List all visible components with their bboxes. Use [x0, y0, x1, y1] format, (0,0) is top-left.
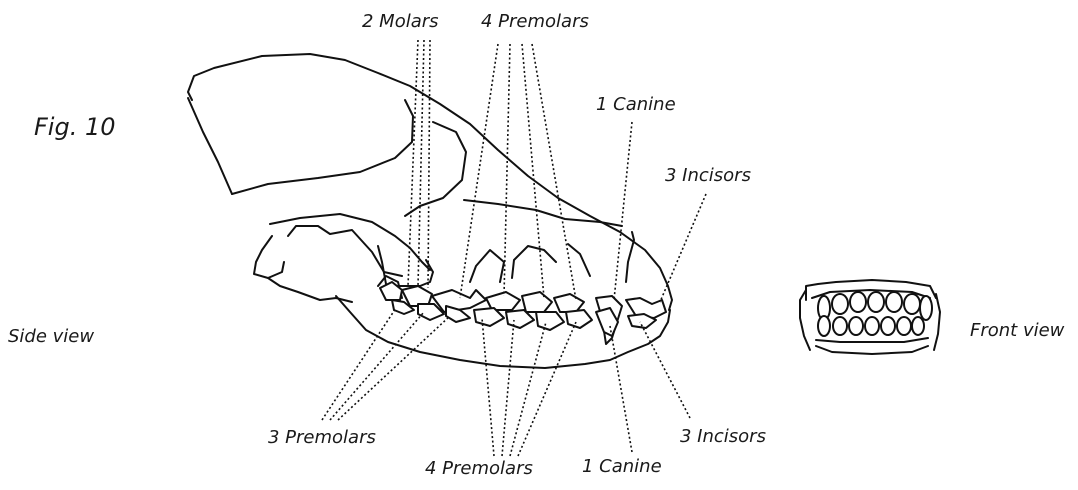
front-view-label: Front view — [970, 320, 1065, 341]
leader-upper-incisors — [660, 194, 706, 302]
front-lower-incisor-6 — [912, 317, 924, 335]
leader-lower-canine — [610, 326, 632, 452]
front-upper-incisor-1 — [832, 294, 848, 314]
leader-lower-incisors — [640, 322, 690, 418]
side-view-label: Side view — [8, 326, 94, 347]
leader-lower-rear-premolar-3 — [338, 316, 450, 420]
leader-upper-premolar-2 — [504, 44, 510, 296]
skull-nasal-line — [464, 200, 622, 226]
front-upper-incisor-2 — [850, 292, 866, 312]
front-lower-lip — [816, 346, 928, 354]
leader-upper-molar-a — [408, 40, 418, 286]
leader-upper-molar-b — [418, 40, 424, 286]
label-lower-premolars-rear: 3 Premolars — [268, 427, 376, 448]
label-lower-canine: 1 Canine — [582, 456, 662, 477]
front-lower-incisor-1 — [833, 317, 847, 335]
label-upper-premolars: 4 Premolars — [481, 11, 589, 32]
lower-premolar-4 — [566, 310, 592, 328]
leader-upper-premolar-4 — [532, 44, 576, 300]
upper-premolar-1 — [554, 294, 584, 312]
front-upper-canine-right — [920, 296, 932, 320]
leader-lower-premolar-3 — [510, 322, 546, 456]
skull-brow-line — [188, 98, 232, 194]
front-upper-incisor-4 — [886, 292, 902, 312]
front-lower-incisor-2 — [849, 317, 863, 335]
leader-lower-premolar-2 — [502, 320, 514, 456]
front-upper-incisor-3 — [868, 292, 884, 312]
skull-upper-outline — [188, 54, 672, 310]
front-lower-arch — [816, 338, 928, 342]
leader-upper-molar-c — [428, 40, 430, 288]
skull-maxilla-curve-1 — [470, 250, 504, 282]
skull-orbit-floor — [288, 226, 402, 276]
front-view-teeth — [800, 280, 940, 354]
label-lower-premolars: 4 Premolars — [425, 458, 533, 479]
leader-lower-rear-premolar-2 — [330, 312, 424, 420]
label-upper-incisors: 3 Incisors — [665, 165, 751, 186]
front-upper-teeth — [818, 292, 932, 320]
skull-rear-bulla — [254, 236, 284, 278]
front-lower-canine-left — [818, 316, 830, 336]
label-lower-incisors: 3 Incisors — [680, 426, 766, 447]
upper-premolar-2 — [522, 292, 552, 312]
front-lower-incisor-4 — [881, 317, 895, 335]
skull-facial-curve — [398, 260, 433, 286]
front-lower-incisor-5 — [897, 317, 911, 335]
front-right-jaw — [934, 294, 940, 350]
skull-orbit-upper — [232, 100, 413, 194]
front-upper-incisor-5 — [904, 294, 920, 314]
front-lower-teeth — [818, 316, 924, 336]
lower-premolar-3 — [536, 312, 564, 330]
leader-lower-premolar-1 — [482, 318, 494, 456]
leader-lower-premolar-4 — [518, 322, 576, 456]
skull-zygomatic — [270, 214, 430, 270]
figure-label: Fig. 10 — [34, 113, 116, 141]
label-upper-canine: 1 Canine — [596, 94, 676, 115]
label-upper-molars: 2 Molars — [362, 11, 439, 32]
leader-upper-canine — [614, 122, 632, 300]
leader-lower-rear-premolar-1 — [322, 308, 396, 420]
front-lower-incisor-3 — [865, 317, 879, 335]
skull-maxilla-curve-2 — [512, 246, 556, 278]
leader-upper-premolar-3 — [522, 44, 544, 298]
leader-upper-premolar-1 — [460, 44, 498, 298]
